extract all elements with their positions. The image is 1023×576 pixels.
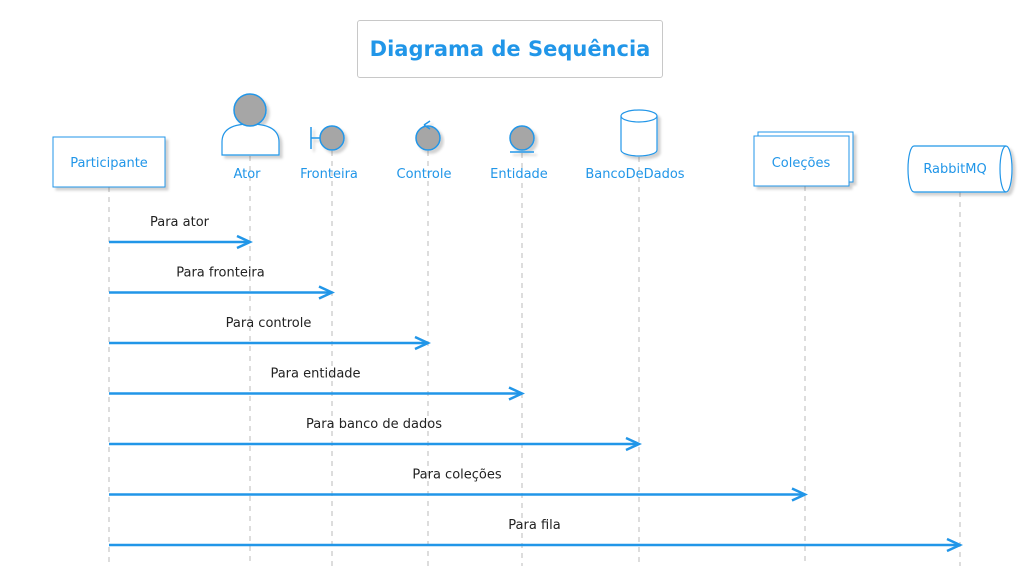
- participant-participante[interactable]: Participante: [52, 136, 166, 188]
- database-icon: [620, 109, 658, 157]
- participant-label: Participante: [70, 156, 148, 171]
- participant-label: RabbitMQ: [923, 162, 986, 177]
- arrowhead: [318, 285, 335, 300]
- participant-rabbitmq[interactable]: RabbitMQ: [907, 145, 1013, 193]
- message-arrow: Para controle: [109, 316, 431, 351]
- arrowhead: [414, 335, 431, 351]
- participant-label: Coleções: [772, 156, 831, 171]
- message-arrow: Para fronteira: [109, 266, 335, 300]
- participant-bancodedados[interactable]: BancoDeDados: [585, 109, 685, 182]
- queue-icon: [907, 145, 1013, 193]
- message-arrow: Para entidade: [109, 367, 525, 401]
- message-arrow: Para banco de dados: [109, 417, 642, 452]
- participant-ator[interactable]: Ator: [221, 93, 280, 182]
- message-label: Para banco de dados: [306, 417, 442, 432]
- message-label: Para fila: [508, 518, 560, 533]
- arrowhead: [946, 537, 963, 553]
- control-icon: [415, 120, 441, 151]
- participant-entidade[interactable]: Entidade: [490, 125, 548, 182]
- actor-icon: [221, 93, 280, 156]
- arrowhead: [791, 487, 808, 502]
- participant-label: Entidade: [490, 167, 548, 182]
- message-label: Para coleções: [412, 468, 501, 483]
- participant-label: Controle: [397, 167, 452, 182]
- arrowhead: [236, 234, 253, 250]
- message-arrow: Para fila: [109, 518, 963, 553]
- message-arrow: Para ator: [109, 215, 253, 250]
- arrowhead: [625, 436, 642, 452]
- participant-label: Fronteira: [300, 167, 358, 182]
- collections-icon: [753, 131, 854, 187]
- boundary-icon: [310, 125, 345, 151]
- message-label: Para entidade: [270, 367, 360, 382]
- message-label: Para ator: [150, 215, 210, 230]
- diagram-title: Diagrama de Sequência: [369, 37, 651, 61]
- entity-icon: [509, 125, 535, 153]
- arrowhead: [508, 386, 525, 401]
- diagram-title-box: Diagrama de Sequência: [357, 20, 663, 78]
- message-label: Para fronteira: [176, 266, 265, 281]
- message-arrow: Para coleções: [109, 468, 808, 502]
- participant-label: Ator: [233, 167, 261, 182]
- participant-controle[interactable]: Controle: [397, 120, 452, 182]
- participant-colecoes[interactable]: Coleções: [753, 131, 854, 187]
- participant-fronteira[interactable]: Fronteira: [300, 125, 358, 182]
- participant-label: BancoDeDados: [585, 167, 684, 182]
- message-label: Para controle: [226, 316, 312, 331]
